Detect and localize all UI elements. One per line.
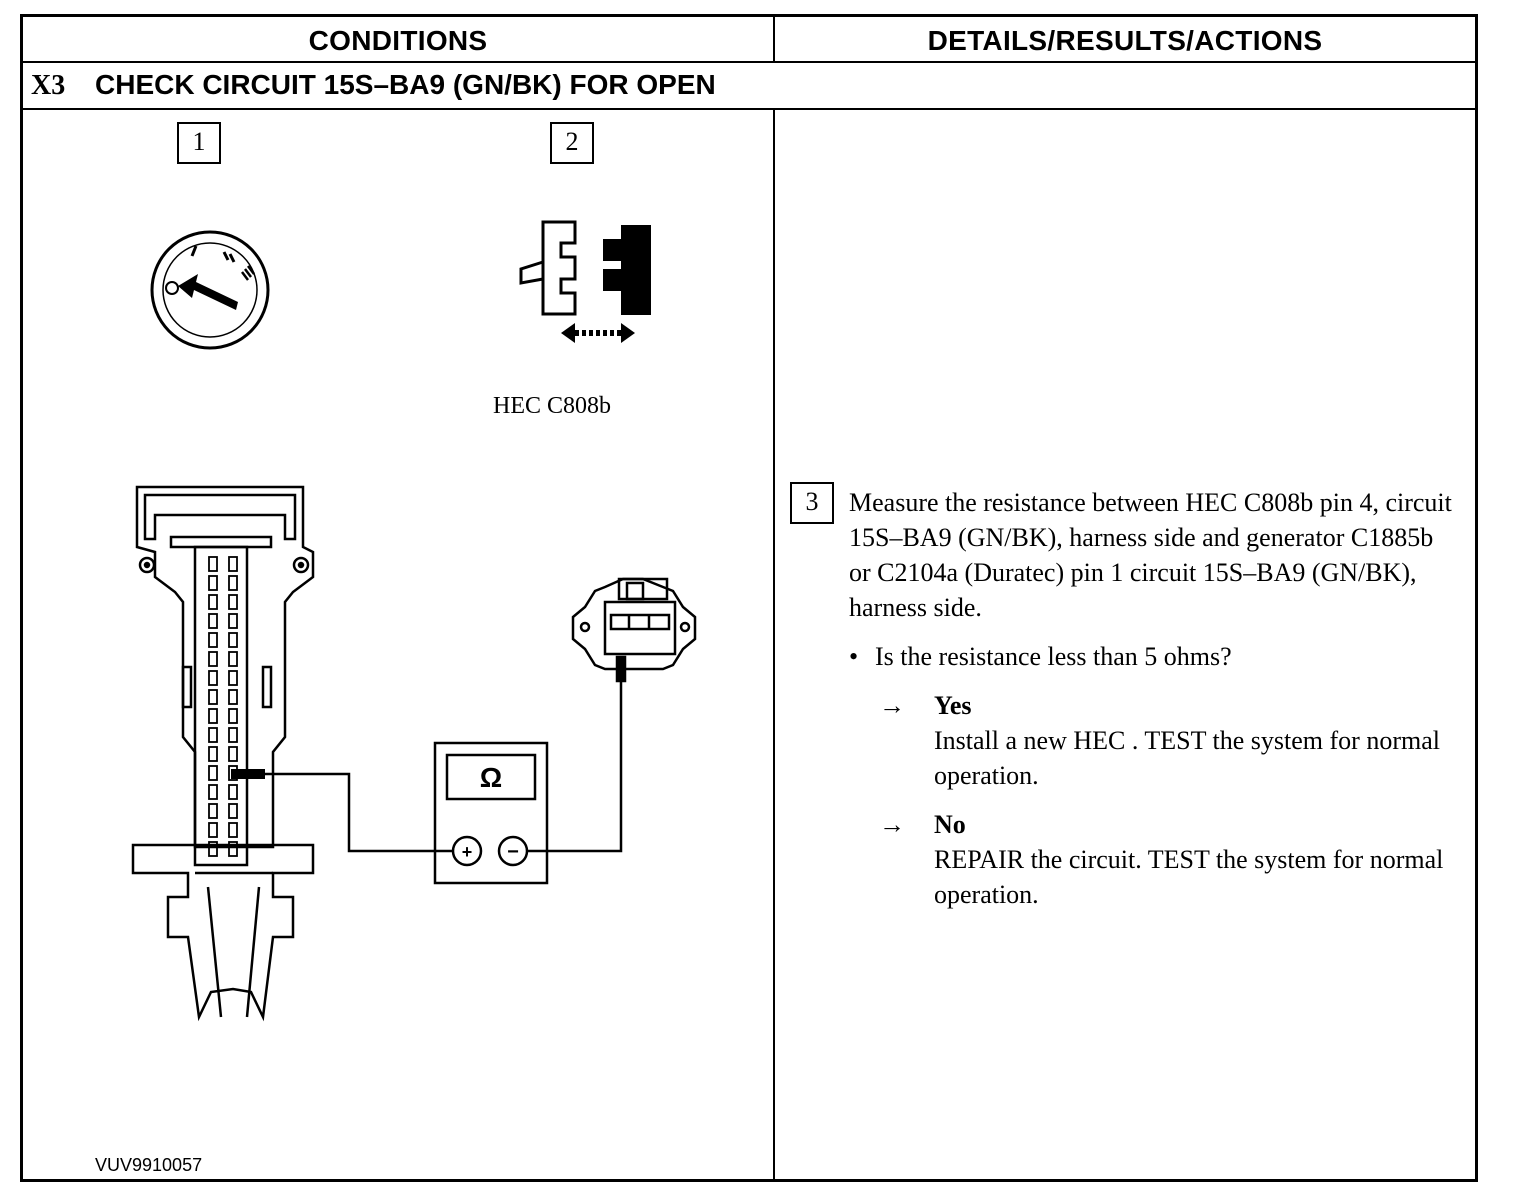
pin-cavity <box>208 689 218 705</box>
no-label: No <box>934 810 966 839</box>
pin-cavity <box>208 670 218 686</box>
pin-cavity <box>208 708 218 724</box>
pin-cavity <box>208 632 218 648</box>
negative-terminal-icon: − <box>507 841 519 863</box>
test-leads <box>265 681 623 853</box>
pin-cavity <box>208 803 218 819</box>
yes-label: Yes <box>934 691 972 720</box>
pin-cavity <box>228 803 238 819</box>
question-text: Is the resistance less than 5 ohms? <box>875 642 1232 671</box>
pin-cavity <box>208 651 218 667</box>
step-3-box: 3 <box>790 482 834 524</box>
figure-id: VUV9910057 <box>95 1155 203 1175</box>
pin-cavity <box>228 689 238 705</box>
test-title: X3 CHECK CIRCUIT 15S–BA9 (GN/BK) FOR OPEN <box>31 69 716 102</box>
pin-cavity <box>208 822 218 838</box>
title-divider <box>23 108 1475 110</box>
pin-cavity <box>228 822 238 838</box>
pin-cavity <box>228 651 238 667</box>
connector-pin-cavities <box>208 556 238 857</box>
pin-cavity <box>228 613 238 629</box>
pin-cavity <box>208 727 218 743</box>
conditions-header: CONDITIONS <box>308 25 488 56</box>
test-step-table: CONDITIONS DETAILS/RESULTS/ACTIONS X3 CHE… <box>20 14 1478 1182</box>
pin-cavity <box>208 765 218 781</box>
details-panel: Measure the resistance between HEC C808b… <box>849 485 1459 912</box>
pin-cavity <box>228 841 238 857</box>
pin-cavity <box>208 784 218 800</box>
pin-cavity <box>228 575 238 591</box>
pin-cavity <box>228 632 238 648</box>
no-action: REPAIR the circuit. TEST the system for … <box>934 845 1444 909</box>
hec-connector-icon <box>519 220 651 343</box>
ohmmeter-icon: Ω + − <box>433 741 549 885</box>
test-title-text: CHECK CIRCUIT 15S–BA9 (GN/BK) FOR OPEN <box>95 69 716 100</box>
conditions-diagram: Ω + − <box>131 220 697 1022</box>
pin-4-probe <box>231 769 265 779</box>
pin-cavity <box>228 727 238 743</box>
positive-terminal-icon: + <box>462 842 473 862</box>
right-arrow-icon: → <box>879 691 905 720</box>
pin-cavity <box>208 613 218 629</box>
hec-connector-label: HEC C808b <box>493 393 612 419</box>
ignition-switch-icon <box>150 230 270 350</box>
pin-cavity <box>208 841 218 857</box>
step-1-box: 1 <box>177 122 221 164</box>
right-arrow-icon: → <box>879 810 905 839</box>
pin-cavity <box>228 670 238 686</box>
pin-cavity <box>228 708 238 724</box>
pin-cavity <box>228 746 238 762</box>
pin-cavity <box>208 575 218 591</box>
pin-cavity <box>208 594 218 610</box>
header-divider <box>23 61 1475 63</box>
measure-instruction: Measure the resistance between HEC C808b… <box>849 488 1452 622</box>
details-header: DETAILS/RESULTS/ACTIONS <box>927 25 1323 56</box>
step-2-box: 2 <box>550 122 594 164</box>
yes-answer: → Yes Install a new HEC . TEST the syste… <box>879 688 1459 793</box>
header-column-divider <box>773 17 775 61</box>
no-answer: → No REPAIR the circuit. TEST the system… <box>879 807 1459 912</box>
yes-action: Install a new HEC . TEST the system for … <box>934 726 1440 790</box>
test-code: X3 <box>31 70 66 101</box>
resistance-question: Is the resistance less than 5 ohms? <box>849 639 1459 674</box>
pin-cavity <box>208 746 218 762</box>
hec-c808b-connector-icon <box>131 485 315 1022</box>
pin-cavity <box>208 556 218 572</box>
pin-cavity <box>228 594 238 610</box>
pin-cavity <box>228 556 238 572</box>
generator-connector-icon <box>571 577 697 683</box>
ohm-symbol: Ω <box>480 762 502 793</box>
column-divider <box>773 108 775 1179</box>
pin-cavity <box>228 784 238 800</box>
